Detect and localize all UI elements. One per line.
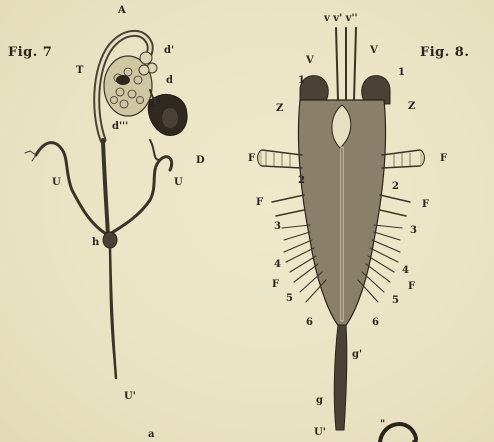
fig7-label-a: A — [118, 6, 126, 16]
fig7-label-big-d: D — [196, 156, 205, 166]
fig8-caption: Fig. 8. — [420, 46, 469, 59]
fig8-label-2-right: 2 — [392, 182, 399, 192]
fig7-label-t: T — [76, 66, 83, 76]
fig8-label-f3-right: F — [408, 282, 415, 292]
fig8-tail — [334, 325, 347, 430]
fig8-label-3-left: 3 — [274, 222, 281, 232]
fig8-label-top: v v' v'' — [324, 14, 358, 24]
fig8-label-3-right: 3 — [410, 226, 417, 236]
fig8-label-2-left: 2 — [298, 176, 305, 186]
fig7-drawing — [25, 33, 187, 378]
fig8-label-v-right: V — [370, 46, 378, 56]
fig7-caption: Fig. 7 — [8, 46, 52, 59]
fig8-label-f2-left: F — [256, 198, 263, 208]
fig8-label-g: g — [316, 396, 323, 406]
fig8-label-g-prime: g' — [352, 350, 362, 360]
fig8-hook — [380, 424, 416, 442]
fig8-label-f2-right: F — [422, 200, 429, 210]
fig7-left-tube — [36, 143, 108, 235]
fig8-label-1-left: 1 — [298, 76, 305, 86]
fig8-label-z-left: Z — [276, 104, 283, 114]
fig8-label-quote: " — [380, 420, 385, 430]
fig8-label-5-left: 5 — [286, 294, 293, 304]
fig7-label-u-prime: U' — [124, 392, 136, 402]
fig8-label-f1-right: F — [440, 154, 447, 164]
fig7-label-d2: d'' — [148, 100, 161, 110]
fig7-label-u: U — [174, 178, 183, 188]
fig8-label-6-right: 6 — [372, 318, 379, 328]
fig7-label-d: d — [166, 76, 173, 86]
fig8-label-1-right: 1 — [398, 68, 405, 78]
fig8-label-v-left: V — [306, 56, 314, 66]
fig7-right-tube — [108, 157, 172, 235]
fig8-label-6-left: 6 — [306, 318, 313, 328]
fig8-label-bottom-mark: a — [148, 430, 154, 440]
fig8-label-f1-left: F — [248, 154, 255, 164]
fig8-label-z-right: Z — [408, 102, 415, 112]
fig8-label-5-right: 5 — [392, 296, 399, 306]
fig7-label-h: h — [92, 238, 99, 248]
fig7-label-u-left: U — [52, 178, 61, 188]
fig8-drawing — [258, 28, 425, 442]
fig7-junction — [103, 232, 117, 248]
fig7-label-d3: d''' — [112, 122, 128, 132]
fig8-label-4-left: 4 — [274, 260, 281, 270]
fig7-descending-tube — [103, 140, 108, 235]
fig8-label-f3-left: F — [272, 280, 279, 290]
fig8-label-4-right: 4 — [402, 266, 409, 276]
fig7-label-d1: d' — [164, 46, 174, 56]
fig8-label-u-prime: U' — [314, 428, 326, 438]
